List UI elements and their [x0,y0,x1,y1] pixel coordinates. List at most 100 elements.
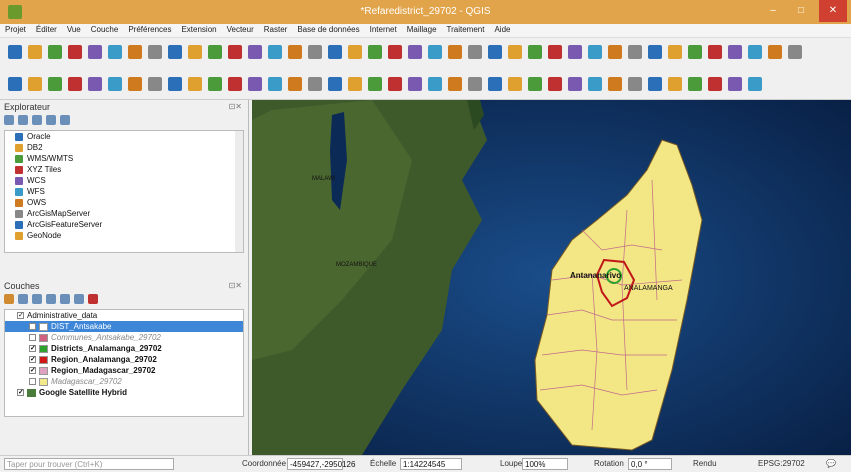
tb2-tool-icon-2[interactable] [48,77,62,91]
filter-legend-icon[interactable] [46,294,56,304]
tb1-tool-icon-29[interactable] [588,45,602,59]
tb1-tool-icon-32[interactable] [648,45,662,59]
tb1-tool-icon-16[interactable] [328,45,342,59]
layer-checkbox[interactable]: ✓ [29,367,36,374]
tb1-tool-icon-2[interactable] [48,45,62,59]
menu-item-9[interactable]: Internet [369,25,397,34]
tb1-tool-icon-35[interactable] [708,45,722,59]
magnifier-field[interactable]: 100% [522,458,568,470]
menu-item-10[interactable]: Maillage [406,25,437,34]
remove-layer-icon[interactable] [88,294,98,304]
expand-all-icon[interactable] [60,294,70,304]
tb2-tool-icon-1[interactable] [28,77,42,91]
browser-item[interactable]: WFS [5,186,243,197]
collapse-all-icon[interactable] [74,294,84,304]
browser-item[interactable]: ArcGisFeatureServer [5,219,243,230]
tb1-tool-icon-6[interactable] [128,45,142,59]
tb1-tool-icon-13[interactable] [268,45,282,59]
rotation-field[interactable]: 0,0 ° [628,458,672,470]
basemap-checkbox[interactable]: ✓ [17,389,24,396]
tb1-tool-icon-25[interactable] [508,45,522,59]
browser-item[interactable]: XYZ Tiles [5,164,243,175]
menu-item-6[interactable]: Vecteur [226,25,254,34]
tb2-tool-icon-12[interactable] [248,77,262,91]
tb2-tool-icon-25[interactable] [508,77,522,91]
tb1-tool-icon-34[interactable] [688,45,702,59]
tb2-tool-icon-6[interactable] [128,77,142,91]
tb2-tool-icon-16[interactable] [328,77,342,91]
tb2-tool-icon-20[interactable] [408,77,422,91]
tb2-tool-icon-8[interactable] [168,77,182,91]
minimize-button[interactable]: – [770,5,776,16]
scale-field[interactable]: 1:14224545 [400,458,462,470]
tb2-tool-icon-5[interactable] [108,77,122,91]
tb2-tool-icon-7[interactable] [148,77,162,91]
tb2-tool-icon-14[interactable] [288,77,302,91]
properties-icon[interactable] [60,115,70,125]
explorer-close-button[interactable]: ⊡✕ [228,102,242,111]
tb1-tool-icon-11[interactable] [228,45,242,59]
tb2-tool-icon-33[interactable] [668,77,682,91]
menu-item-5[interactable]: Extension [181,25,217,34]
tb2-tool-icon-29[interactable] [588,77,602,91]
layer-checkbox[interactable] [29,323,36,330]
tb1-tool-icon-10[interactable] [208,45,222,59]
locator-search-input[interactable]: Taper pour trouver (Ctrl+K) [4,458,174,470]
menu-item-4[interactable]: Préférences [128,25,172,34]
layer-row[interactable]: Madagascar_29702 [5,376,243,387]
filter-icon[interactable] [32,115,42,125]
tb1-tool-icon-20[interactable] [408,45,422,59]
tb2-tool-icon-28[interactable] [568,77,582,91]
tb2-tool-icon-4[interactable] [88,77,102,91]
browser-item[interactable]: WMS/WMTS [5,153,243,164]
collapse-icon[interactable] [46,115,56,125]
refresh-icon[interactable] [4,115,14,125]
group-checkbox[interactable]: ✓ [17,312,24,319]
tb1-tool-icon-23[interactable] [468,45,482,59]
layer-group-row[interactable]: ✓ Administrative_data [5,310,243,321]
tb2-tool-icon-27[interactable] [548,77,562,91]
tb2-tool-icon-10[interactable] [208,77,222,91]
tb1-tool-icon-22[interactable] [448,45,462,59]
tb1-tool-icon-7[interactable] [148,45,162,59]
tb2-tool-icon-35[interactable] [708,77,722,91]
menu-item-7[interactable]: Raster [263,25,288,34]
tb2-tool-icon-9[interactable] [188,77,202,91]
browser-item[interactable]: OWS [5,197,243,208]
tb1-tool-icon-28[interactable] [568,45,582,59]
menu-item-0[interactable]: Projet [5,25,26,34]
layer-row[interactable]: ✓Districts_Analamanga_29702 [5,343,243,354]
layer-checkbox[interactable] [29,334,36,341]
tb1-tool-icon-21[interactable] [428,45,442,59]
layer-row[interactable]: DIST_Antsakabe [5,321,243,332]
layer-row[interactable]: ✓Region_Analamanga_29702 [5,354,243,365]
tb2-tool-icon-13[interactable] [268,77,282,91]
tb1-tool-icon-15[interactable] [308,45,322,59]
tb2-tool-icon-26[interactable] [528,77,542,91]
add-selected-icon[interactable] [18,115,28,125]
tb1-tool-icon-19[interactable] [388,45,402,59]
browser-item[interactable]: ArcGisMapServer [5,208,243,219]
menu-item-11[interactable]: Traitement [446,25,485,34]
layer-checkbox[interactable] [29,378,36,385]
tb2-tool-icon-36[interactable] [728,77,742,91]
menu-item-3[interactable]: Couche [90,25,119,34]
tb2-tool-icon-32[interactable] [648,77,662,91]
menu-item-2[interactable]: Vue [66,25,81,34]
tb2-tool-icon-23[interactable] [468,77,482,91]
tb2-tool-icon-15[interactable] [308,77,322,91]
browser-item[interactable]: DB2 [5,142,243,153]
browser-item[interactable]: WCS [5,175,243,186]
maximize-button[interactable]: □ [797,5,805,16]
tb2-tool-icon-21[interactable] [428,77,442,91]
tb1-tool-icon-8[interactable] [168,45,182,59]
tb2-tool-icon-18[interactable] [368,77,382,91]
tb2-tool-icon-22[interactable] [448,77,462,91]
style-icon[interactable] [4,294,14,304]
layers-close-button[interactable]: ⊡✕ [228,281,242,290]
tb1-tool-icon-14[interactable] [288,45,302,59]
tb1-tool-icon-9[interactable] [188,45,202,59]
tb2-tool-icon-37[interactable] [748,77,762,91]
crs-button[interactable]: EPSG:29702 [758,459,805,468]
